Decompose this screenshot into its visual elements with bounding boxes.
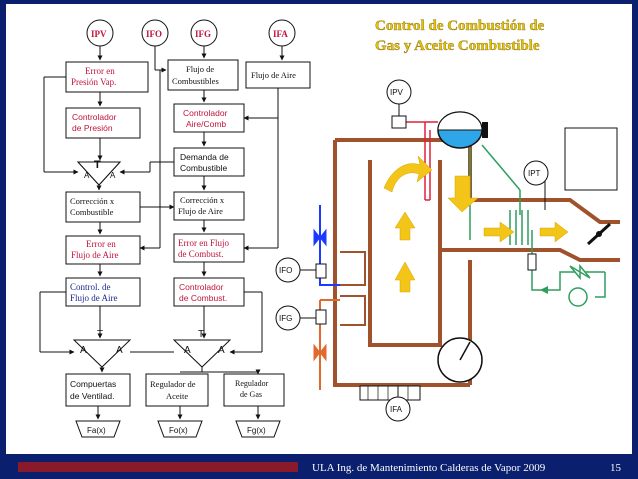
reg-aceite-line2: Aceite (166, 391, 188, 401)
selector-top-t: T (94, 159, 101, 171)
schematic-ipt-label: IPT (528, 169, 541, 178)
schematic-ipv-label: IPV (390, 88, 404, 97)
title-line-2: Gas y Aceite Combustible (375, 38, 540, 54)
err-flujo-comb-line2: de Combust. (178, 249, 224, 259)
corr-aire-line1: Corrección x (180, 195, 225, 205)
demanda-line1: Demanda de (180, 152, 229, 162)
corr-comb-line2: Combustible (70, 207, 114, 217)
ctrl-presion-line2: de Presión (72, 123, 113, 133)
err-aire-line2: Flujo de Aire (71, 250, 119, 260)
schematic-ifa-label: IFA (390, 405, 403, 414)
error-presion-line2: Presión Vap. (71, 77, 116, 87)
fa-function: Fa(x) (87, 426, 106, 435)
selector-left-a-right: A (116, 345, 123, 356)
flujo-aire-label: Flujo de Aire (251, 70, 296, 80)
selector-left-a-left: A (80, 345, 87, 356)
boiler-schematic (275, 79, 620, 422)
selector-right-a-left: A (184, 345, 191, 356)
reg-gas-line2: de Gas (240, 390, 262, 399)
flujo-comb-line2: Combustibles (172, 76, 219, 86)
fo-function: Fo(x) (169, 426, 188, 435)
schematic-ifg-label: IFG (279, 314, 292, 323)
compuertas-line1: Compuertas (70, 379, 116, 389)
flujo-comb-line1: Flujo de (186, 64, 214, 74)
reg-gas-line1: Regulador (235, 379, 269, 388)
err-aire-line1: Error en (86, 239, 116, 249)
title-line-1: Control de Combustión de (375, 18, 545, 34)
demanda-line2: Combustible (180, 163, 228, 173)
footer-decoration (18, 462, 298, 472)
schematic-ifo-label: IFO (279, 266, 292, 275)
ctrl-comb-line2: de Combust. (179, 293, 227, 303)
title-box (367, 12, 567, 60)
ctrl-aire-line1: Control. de (70, 282, 111, 292)
page-number: 15 (610, 462, 622, 474)
input-ifg-label: IFG (195, 29, 211, 39)
fg-function: Fg(x) (247, 426, 266, 435)
ctrl-presion-line1: Controlador (72, 112, 117, 122)
selector-right-a-right: A (218, 345, 225, 356)
control-logic-diagram (39, 19, 311, 438)
ctrl-aire-line2: Flujo de Aire (70, 293, 118, 303)
selector-top-a-left: A (84, 171, 90, 180)
corr-comb-line1: Corrección x (70, 196, 115, 206)
selector-left-t: T (97, 329, 103, 340)
error-presion-line1: Error en (85, 66, 115, 76)
ctrl-airecomb-line2: Aire/Comb (186, 119, 226, 129)
err-flujo-comb-line1: Error en Flujo (178, 238, 229, 248)
selector-right-t: T (198, 329, 204, 340)
corr-aire-line2: Flujo de Aire (178, 206, 223, 216)
reg-aceite-line1: Regulador de (150, 379, 196, 389)
input-ifo-label: IFO (146, 29, 162, 39)
input-ipv-label: IPV (91, 29, 107, 39)
input-ifa-label: IFA (273, 29, 288, 39)
footer-text: ULA Ing. de Mantenimiento Calderas de Va… (312, 462, 546, 474)
compuertas-line2: de Ventilad. (70, 391, 114, 401)
ctrl-airecomb-line1: Controlador (183, 108, 228, 118)
selector-top-a-right: A (110, 171, 116, 180)
ctrl-comb-line1: Controlador (179, 282, 224, 292)
